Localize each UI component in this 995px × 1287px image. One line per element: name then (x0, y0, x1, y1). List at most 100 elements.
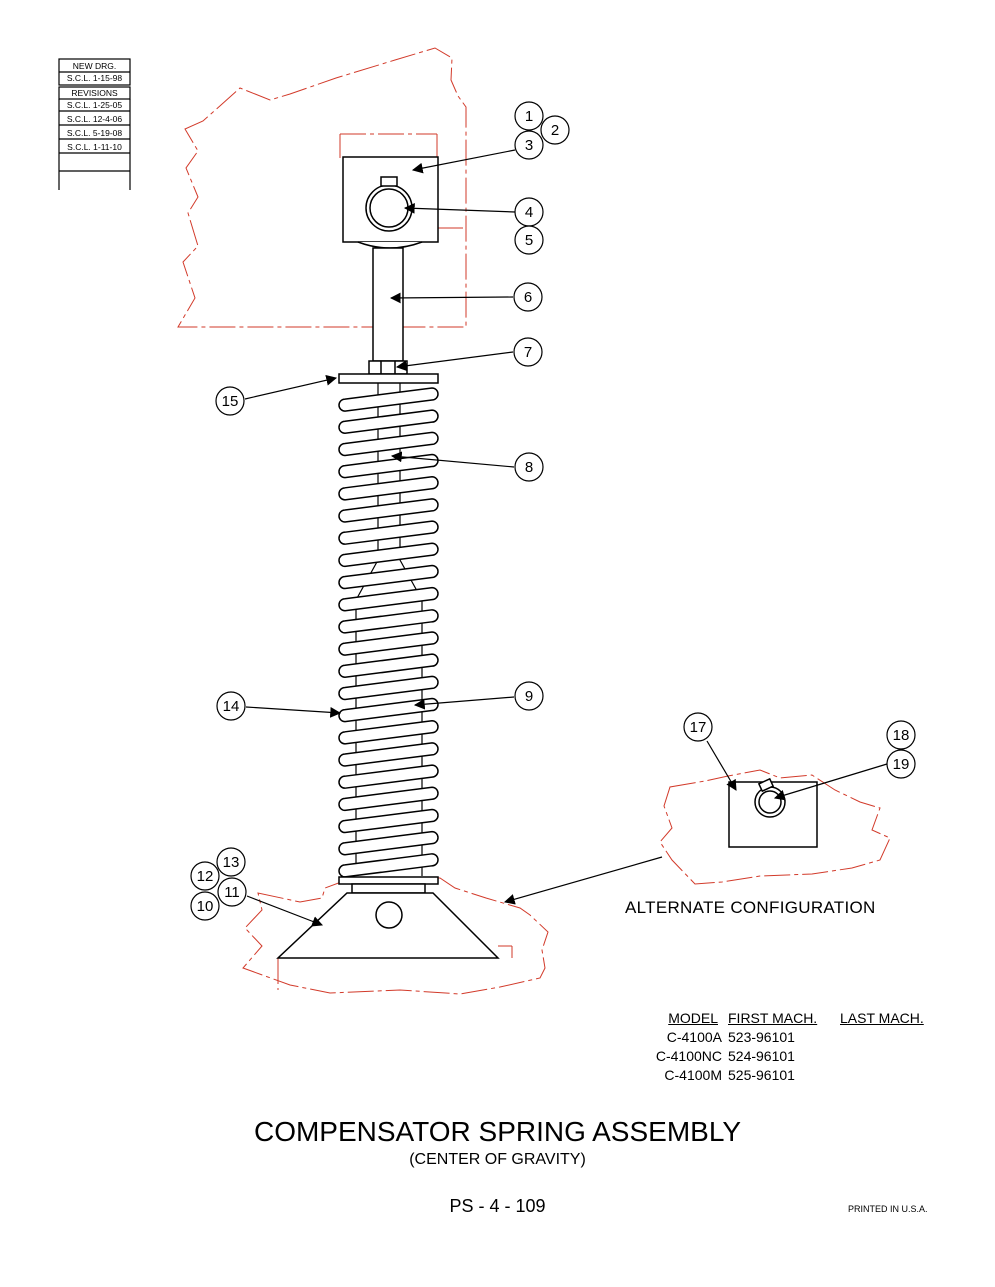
table-row: C-4100A 523-96101 (634, 1028, 924, 1047)
callout-14: 14 (216, 691, 246, 721)
leader-9 (413, 696, 515, 710)
svg-text:18: 18 (893, 727, 910, 744)
svg-text:5: 5 (525, 232, 533, 249)
callout-balloons: 1 2 3 4 5 6 7 15 8 9 14 13 12 11 10 17 1… (190, 101, 916, 921)
first-mach-cell: 523-96101 (728, 1029, 795, 1045)
leader-14 (245, 706, 342, 718)
spring-coil (338, 542, 439, 568)
model-table-header: MODEL FIRST MACH. LAST MACH. (634, 1009, 924, 1028)
column-header-model: MODEL (668, 1010, 718, 1026)
first-mach-cell: 525-96101 (728, 1067, 795, 1083)
revision-entry: S.C.L. 5-19-08 (67, 128, 123, 138)
spring-coil (338, 631, 439, 656)
page-number: PS - 4 - 109 (449, 1196, 546, 1216)
leader-7 (395, 351, 514, 372)
spring-coil (338, 475, 439, 501)
spring-coil (338, 830, 439, 856)
spring-coil (338, 653, 439, 679)
leader-8 (390, 451, 515, 468)
revision-entry: S.C.L. 1-25-05 (67, 100, 123, 110)
spring-coil (338, 697, 439, 723)
svg-text:15: 15 (222, 393, 239, 410)
revision-title: REVISIONS (71, 88, 118, 98)
callout-4: 4 (514, 197, 544, 227)
callout-15: 15 (215, 386, 245, 416)
leader-4 (403, 202, 516, 214)
leader-17 (706, 740, 737, 791)
spring-coil (338, 586, 439, 612)
svg-text:1: 1 (525, 108, 533, 125)
svg-text:3: 3 (525, 137, 533, 154)
hex-nut (368, 360, 408, 375)
model-cell: C-4100M (664, 1067, 722, 1083)
spring-coil (338, 498, 439, 523)
spring-coil (338, 764, 439, 789)
leader-3 (411, 149, 516, 174)
callout-18: 18 (886, 720, 916, 750)
callout-10: 10 (190, 891, 220, 921)
spring-coil (338, 409, 439, 435)
revision-entry: S.C.L. 1-11-10 (67, 142, 122, 152)
revision-entry: S.C.L. 12-4-06 (67, 114, 123, 124)
spring-coil (338, 742, 439, 767)
svg-text:14: 14 (223, 698, 240, 715)
upper-rod (372, 247, 404, 362)
callout-11: 11 (217, 877, 247, 907)
svg-text:4: 4 (525, 204, 533, 221)
column-header-last-mach: LAST MACH. (840, 1010, 924, 1026)
spring-coil (338, 808, 439, 834)
svg-text:12: 12 (197, 868, 214, 885)
callout-6: 6 (513, 282, 543, 312)
rod-end (357, 241, 423, 249)
table-row: C-4100NC 524-96101 (634, 1047, 924, 1066)
spring-coil (338, 719, 439, 745)
svg-text:6: 6 (524, 289, 532, 306)
bottom-spring-plate (338, 876, 439, 894)
compression-spring (338, 387, 439, 878)
alternate-bracket (728, 777, 818, 848)
svg-text:9: 9 (525, 688, 533, 705)
revision-block (58, 58, 131, 190)
svg-text:10: 10 (197, 898, 214, 915)
spring-coil (338, 853, 439, 878)
callout-9: 9 (514, 681, 544, 711)
spring-coil (338, 564, 439, 590)
upper-frame-outline (177, 47, 467, 328)
svg-text:2: 2 (551, 122, 559, 139)
leader-alternate (503, 856, 663, 905)
base-mount (276, 892, 500, 959)
callout-1: 1 (514, 101, 544, 131)
callout-17: 17 (683, 712, 713, 742)
printed-in-usa: PRINTED IN U.S.A. (848, 1204, 928, 1214)
svg-text:11: 11 (224, 884, 240, 901)
svg-text:13: 13 (223, 854, 240, 871)
column-header-first-mach: FIRST MACH. (728, 1010, 818, 1026)
leader-6 (389, 292, 514, 304)
spring-coil (338, 786, 439, 812)
alternate-frame-outline (659, 769, 891, 885)
page-title: COMPENSATOR SPRING ASSEMBLY (253, 1116, 741, 1147)
alternate-configuration-label: ALTERNATE CONFIGURATION (625, 898, 876, 917)
top-spring-plate (338, 373, 439, 384)
callout-7: 7 (513, 337, 543, 367)
spring-coil (338, 520, 439, 545)
svg-text:8: 8 (525, 459, 533, 476)
callout-3: 3 (514, 130, 544, 160)
leader-11 (246, 895, 324, 927)
first-mach-cell: 524-96101 (728, 1048, 795, 1064)
model-table: MODEL FIRST MACH. LAST MACH. C-4100A 523… (634, 1009, 924, 1085)
spring-coil (338, 609, 439, 634)
revision-new-drawing: NEW DRG. (73, 61, 116, 71)
svg-text:17: 17 (690, 719, 707, 736)
table-row: C-4100M 525-96101 (634, 1066, 924, 1085)
leader-19 (773, 763, 888, 801)
spring-coil (338, 387, 439, 412)
spring-coil (338, 453, 439, 479)
model-cell: C-4100NC (655, 1048, 722, 1064)
callout-2: 2 (540, 115, 570, 145)
spring-coil (338, 675, 439, 701)
leader-lines (244, 149, 888, 927)
revision-new-drawing-date: S.C.L. 1-15-98 (67, 73, 123, 83)
page-subtitle: (CENTER OF GRAVITY) (409, 1151, 586, 1168)
